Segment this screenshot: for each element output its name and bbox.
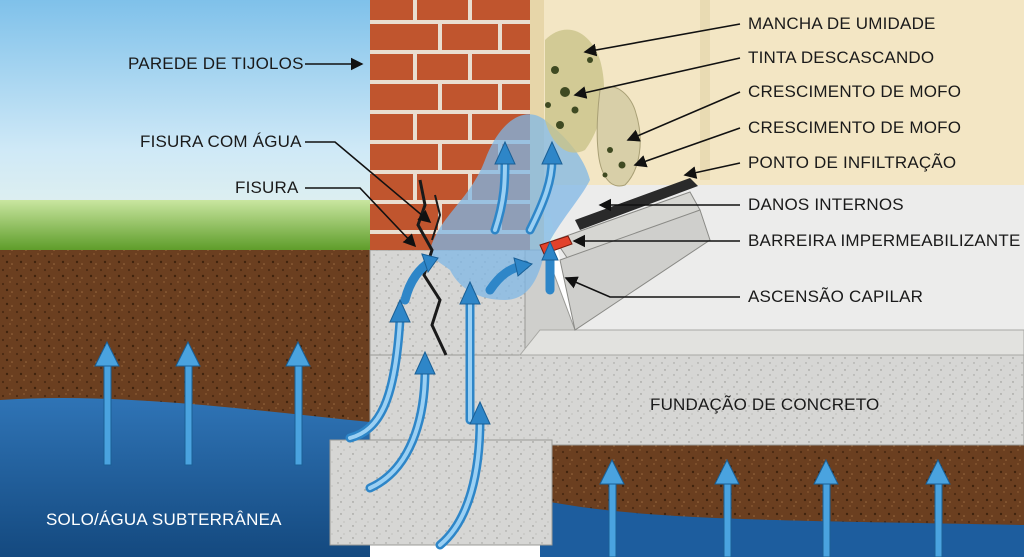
peeling-paint [596, 86, 641, 187]
groundwater [0, 398, 370, 557]
label-brick-wall: PAREDE DE TIJOLOS [128, 54, 304, 73]
interior-damage-edge [575, 178, 698, 230]
label-concrete-foundation: FUNDAÇÃO DE CONCRETO [650, 395, 880, 414]
groundwater-right [540, 500, 1024, 557]
mold-spots [545, 57, 626, 178]
label-peeling-paint: TINTA DESCASCANDO [748, 48, 935, 67]
label-mold-growth-1: CRESCIMENTO DE MOFO [748, 82, 962, 101]
grass-strip [0, 200, 370, 252]
label-moisture-stain: MANCHA DE UMIDADE [748, 14, 936, 33]
leader-lines [305, 23, 741, 298]
label-internal-damage: DANOS INTERNOS [748, 195, 904, 214]
label-crack: FISURA [235, 178, 299, 197]
label-crack-with-water: FISURA COM ÁGUA [140, 132, 302, 151]
label-mold-growth-2: CRESCIMENTO DE MOFO [748, 118, 962, 137]
soil-upward-arrows [94, 340, 951, 557]
label-waterproof-barrier: BARREIRA IMPERMEABILIZANTE [748, 231, 1021, 250]
footing [329, 439, 553, 546]
label-infiltration-point: PONTO DE INFILTRAÇÃO [748, 153, 957, 172]
label-soil-groundwater: SOLO/ÁGUA SUBTERRÂNEA [46, 510, 282, 529]
label-capillary-rise: ASCENSÃO CAPILAR [748, 287, 924, 306]
